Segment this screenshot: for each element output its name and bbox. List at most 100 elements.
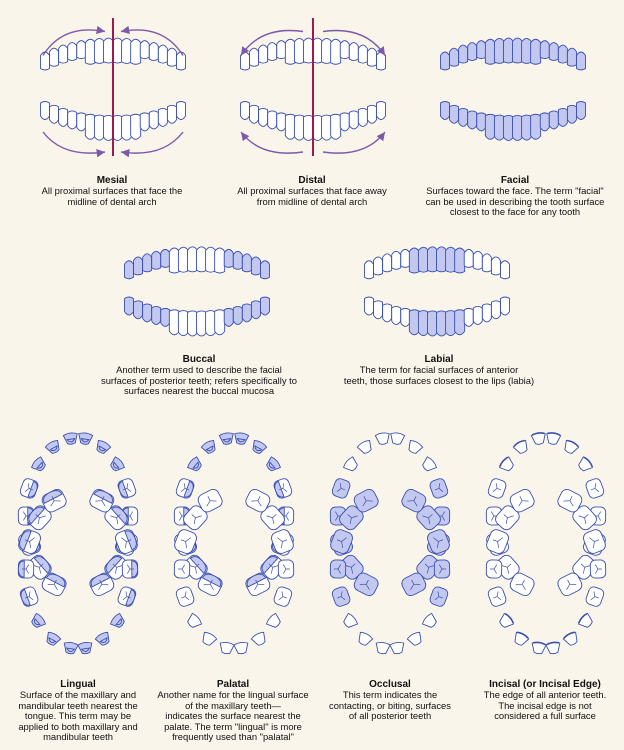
tooth (49, 47, 60, 67)
direction-arrow (120, 131, 184, 158)
tooth (245, 488, 271, 513)
tooth (196, 246, 207, 273)
tooth (58, 44, 69, 64)
distal-title: Distal (298, 175, 326, 186)
tooth (41, 572, 67, 597)
tooth (93, 114, 105, 141)
tooth (273, 586, 293, 607)
tooth (557, 44, 568, 64)
palatal-description: Another name for the lingual surface of … (157, 689, 309, 743)
tooth (376, 101, 386, 120)
tooth (177, 310, 189, 337)
tooth (31, 612, 47, 628)
tooth (151, 250, 162, 270)
tooth (312, 115, 323, 141)
tooth (46, 631, 62, 646)
tooth (187, 456, 202, 472)
tooth (481, 303, 492, 323)
tooth (17, 559, 35, 579)
tooth (321, 37, 333, 64)
tooth (19, 586, 39, 607)
tooth (564, 439, 580, 454)
tooth (500, 260, 510, 280)
tooth (454, 309, 466, 336)
tooth (503, 115, 514, 141)
tooth (512, 439, 528, 454)
tooth (427, 529, 450, 554)
tooth (509, 488, 535, 513)
lingual-figure (8, 410, 148, 680)
tooth (89, 572, 115, 597)
direction-arrow (240, 29, 304, 56)
tooth (142, 303, 153, 323)
palatal-caption: Palatal Another name for the lingual sur… (150, 679, 316, 743)
tooth (557, 488, 583, 513)
tooth (445, 310, 457, 337)
tooth (463, 307, 474, 327)
tooth (374, 432, 390, 445)
tooth (67, 42, 78, 61)
tooth (467, 42, 478, 61)
facial-caption: Facial Surfaces toward the face. The ter… (410, 175, 620, 218)
tooth (303, 115, 314, 141)
tooth (485, 559, 503, 579)
palatal-title: Palatal (216, 679, 250, 690)
tooth (202, 631, 218, 646)
tooth (174, 529, 197, 554)
tooth (330, 113, 342, 140)
tooth (578, 456, 593, 472)
tooth (339, 112, 350, 132)
tooth (545, 641, 561, 655)
tooth (509, 572, 535, 597)
tooth (401, 488, 427, 513)
tooth (175, 586, 195, 607)
tooth (343, 456, 358, 472)
tooth (481, 253, 492, 273)
tooth (499, 456, 514, 472)
buccal-description: Another term used to describe the facial… (101, 364, 297, 397)
tooth (487, 478, 507, 499)
lingual-title: Lingual (60, 679, 96, 690)
tooth (566, 47, 577, 67)
tooth (234, 432, 250, 445)
tooth (539, 112, 550, 132)
tooth (250, 256, 261, 276)
tooth (486, 529, 509, 554)
tooth (339, 40, 350, 60)
tooth (531, 641, 547, 655)
tooth (293, 37, 305, 64)
tooth (521, 37, 533, 64)
lingual-caption: Lingual Surface of the maxillary and man… (2, 679, 154, 743)
tooth (472, 250, 483, 270)
tooth (521, 114, 533, 141)
tooth (390, 432, 406, 445)
facial-title: Facial (500, 175, 530, 186)
tooth (115, 529, 138, 554)
tooth (166, 47, 177, 67)
tooth (260, 296, 270, 316)
tooth (142, 253, 153, 273)
incisal-title: Incisal (or Incisal Edge) (489, 679, 601, 690)
tooth (484, 113, 496, 140)
tooth (276, 40, 287, 60)
tooth (187, 612, 203, 628)
tooth (197, 572, 223, 597)
tooth (433, 559, 451, 579)
tooth (214, 247, 226, 274)
mesial-title: Mesial (96, 175, 128, 186)
tooth (233, 641, 249, 655)
tooth (366, 47, 377, 67)
tooth (139, 112, 150, 132)
tooth (458, 44, 469, 64)
tooth (160, 248, 171, 268)
facial-arch-illustration (440, 37, 586, 141)
tooth (173, 559, 191, 579)
tooth (373, 300, 384, 320)
tooth (576, 51, 586, 71)
tooth (214, 309, 226, 336)
distal-arch-illustration (240, 18, 386, 156)
tooth (133, 256, 144, 276)
tooth (445, 246, 457, 273)
tooth (357, 107, 368, 127)
tooth (58, 107, 69, 127)
